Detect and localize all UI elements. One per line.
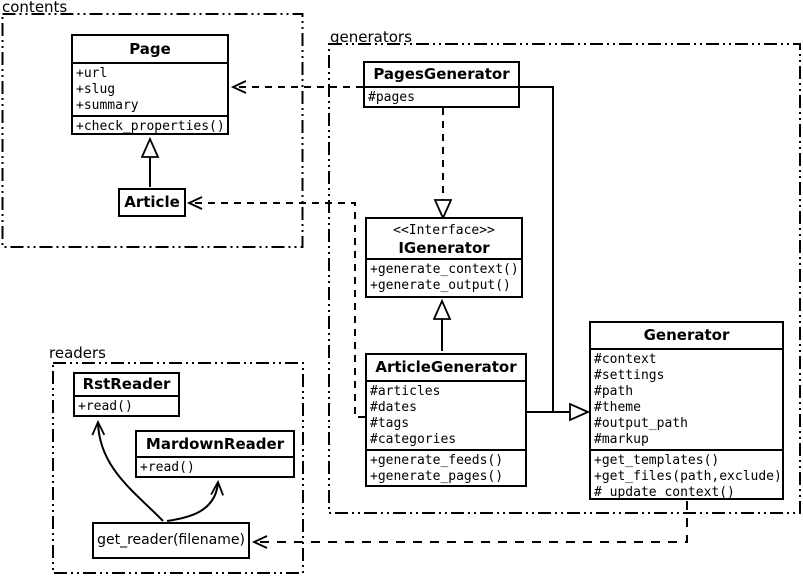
class-box-rstreader: RstReader +read()	[73, 372, 180, 417]
class-box-page: Page +url +slug +summary +check_properti…	[71, 34, 229, 135]
attributes-section: #pages	[365, 86, 518, 107]
attribute-row: +url	[76, 66, 108, 81]
attribute-row: #dates	[370, 400, 417, 415]
package-border-generators	[328, 43, 801, 514]
attribute-row: #pages	[368, 90, 415, 105]
class-name: Generator	[643, 326, 730, 344]
function-box-get-reader: get_reader(filename)	[92, 522, 250, 559]
method-row: +generate_pages()	[370, 469, 504, 484]
attribute-row: #path	[594, 384, 634, 399]
methods-section: +check_properties()	[73, 115, 227, 136]
method-row: +read()	[78, 399, 133, 414]
package-label-contents: contents	[2, 0, 68, 16]
attributes-section: +url +slug +summary	[73, 62, 227, 115]
attribute-row: #settings	[594, 368, 665, 383]
package-label-generators: generators	[330, 28, 412, 46]
dependency-generator-to-get-reader	[251, 501, 688, 549]
method-row: +get_templates()	[594, 453, 720, 468]
method-row: +generate_output()	[370, 278, 511, 293]
class-name: IGenerator	[398, 239, 490, 257]
methods-section: +generate_feeds() +generate_pages()	[367, 449, 525, 486]
method-row: +generate_context()	[370, 262, 518, 277]
arrow-get-reader-to-markdownreader	[166, 479, 224, 522]
attribute-row: #context	[594, 352, 657, 367]
methods-section: +read()	[75, 395, 178, 416]
attribute-row: #output_path	[594, 416, 688, 431]
class-name: MardownReader	[145, 435, 285, 453]
attribute-row: +summary	[76, 98, 139, 113]
package-border-readers	[52, 362, 304, 574]
attribute-row: #articles	[370, 384, 441, 399]
arrow-get-reader-to-rstreader	[91, 419, 164, 522]
class-name: Article	[124, 193, 180, 211]
method-row: +generate_feeds()	[370, 453, 504, 468]
package-border-contents	[1, 13, 304, 248]
method-row: +check_properties()	[76, 119, 224, 134]
class-stereotype: <<Interface>>	[393, 223, 495, 238]
class-name: ArticleGenerator	[375, 358, 517, 376]
method-row: +read()	[140, 460, 195, 475]
class-box-igenerator: <<Interface>> IGenerator +generate_conte…	[365, 217, 523, 298]
class-box-articlegenerator: ArticleGenerator #articles #dates #tags …	[365, 353, 527, 487]
attributes-section: #articles #dates #tags #categories	[367, 380, 525, 449]
package-label-readers: readers	[49, 344, 106, 362]
attribute-row: #markup	[594, 432, 649, 447]
attribute-row: #theme	[594, 400, 641, 415]
methods-section: +generate_context() +generate_output()	[367, 258, 521, 295]
class-box-generator: Generator #context #settings #path #them…	[589, 321, 784, 500]
class-name: PagesGenerator	[373, 65, 510, 83]
method-row: #_update_context()	[594, 485, 735, 500]
dependency-articlegenerator-to-article	[186, 196, 365, 418]
class-box-markdownreader: MardownReader +read()	[135, 430, 295, 478]
methods-section: +get_templates() +get_files(path,exclude…	[591, 449, 782, 502]
method-row: +get_files(path,exclude)	[594, 469, 779, 484]
attribute-row: #categories	[370, 432, 457, 447]
class-box-pagesgenerator: PagesGenerator #pages	[363, 61, 520, 108]
generalization-pagesgenerator-to-generator	[520, 86, 554, 412]
class-name: RstReader	[82, 375, 171, 393]
class-box-article: Article	[118, 188, 186, 217]
methods-section: +read()	[137, 456, 293, 477]
attribute-row: #tags	[370, 416, 410, 431]
attribute-row: +slug	[76, 82, 116, 97]
attributes-section: #context #settings #path #theme #output_…	[591, 348, 782, 449]
class-name: Page	[129, 40, 171, 58]
